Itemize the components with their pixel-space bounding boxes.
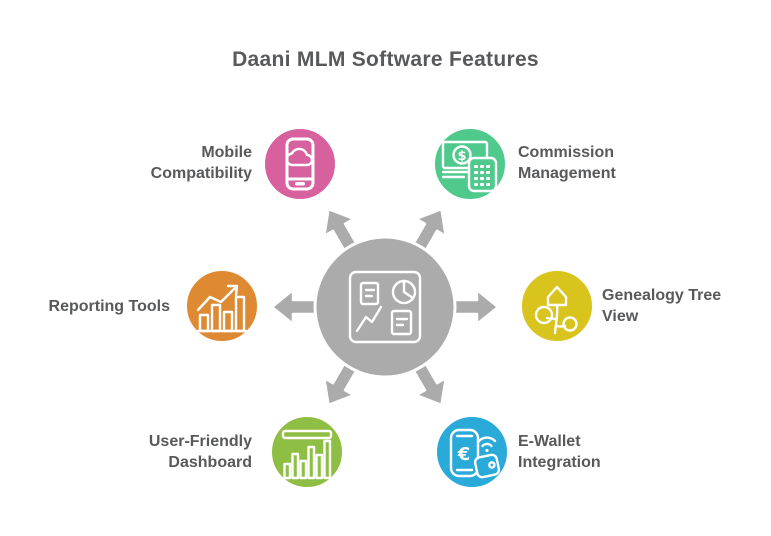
svg-text:€: €: [457, 444, 471, 465]
feature-circle-reporting-tools: [184, 268, 260, 344]
label-mobile-compatibility: Mobile Compatibility: [150, 144, 252, 182]
feature-circle-commission-management: $: [432, 126, 508, 202]
e-wallet-icon: €: [449, 428, 501, 479]
dashboard-bars-icon: [281, 429, 333, 480]
feature-circle-e-wallet-integration: €: [434, 414, 510, 490]
genealogy-tree-icon: [534, 285, 578, 335]
page-title: Daani MLM Software Features: [232, 48, 539, 71]
label-reporting-tools: Reporting Tools: [48, 298, 170, 315]
hub-circle: [313, 235, 457, 379]
feature-circle-user-friendly-dashboard: [269, 414, 345, 490]
money-calculator-icon: $: [441, 140, 498, 193]
label-e-wallet-integration: E-Wallet Integration: [518, 433, 601, 471]
bar-chart-growth-icon: [196, 284, 248, 333]
feature-circle-mobile-compatibility: [262, 126, 338, 202]
svg-text:$: $: [457, 149, 466, 164]
mobile-cloud-icon: [285, 137, 315, 191]
feature-circle-genealogy-tree-view: [519, 268, 595, 344]
analytics-report-icon: [348, 270, 422, 344]
label-genealogy-tree-view: Genealogy Tree View: [602, 287, 722, 325]
label-commission-management: Commission Management: [518, 144, 616, 182]
corner-overlay: [625, 487, 771, 536]
label-user-friendly-dashboard: User-Friendly Dashboard: [148, 433, 252, 471]
